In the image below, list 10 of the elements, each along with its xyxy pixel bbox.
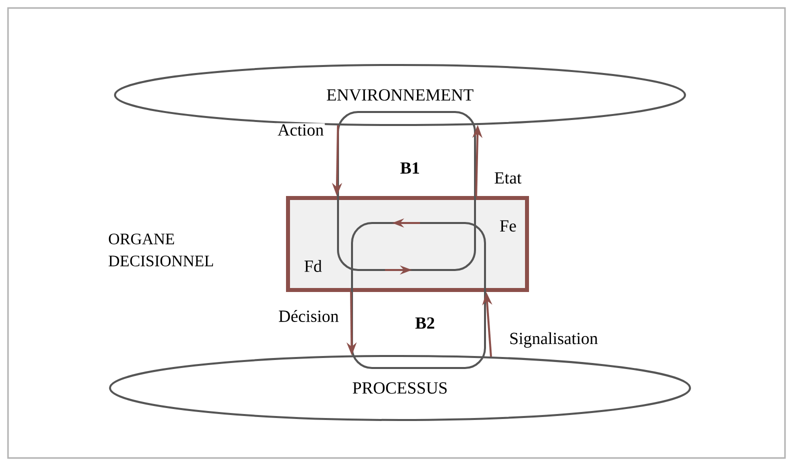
loop-label: B2 [415, 317, 434, 329]
edge-label: Action [278, 124, 324, 136]
loop-label: Fe [500, 220, 516, 232]
loop-label: B1 [400, 162, 420, 174]
edge-label: Etat [494, 172, 522, 184]
loop-label: Fd [304, 260, 322, 272]
edge-label: Signalisation [510, 332, 598, 348]
ellipse-node: PROCESSUS [109, 355, 691, 421]
node-label: ORGANE DECISIONNEL [108, 234, 214, 266]
edge-label: Décision [278, 310, 339, 322]
